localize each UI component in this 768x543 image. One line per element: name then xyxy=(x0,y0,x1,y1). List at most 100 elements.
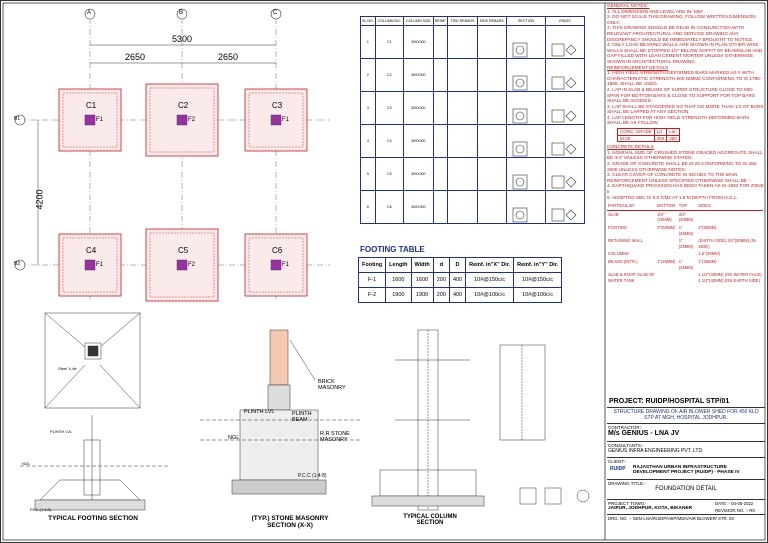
cs-cell xyxy=(447,25,478,59)
ft-header: d xyxy=(432,257,450,273)
ft-cell: 10#@100c/c xyxy=(465,287,515,303)
cs-cell xyxy=(447,190,478,224)
footing-c3 xyxy=(244,88,308,152)
plinth-beam-label: PLINTH BEAM xyxy=(292,411,312,423)
cs-cell xyxy=(432,157,449,191)
footing-label-c2: F2 xyxy=(188,117,196,123)
cover-cell: BEAMS (INTR.) xyxy=(608,258,638,264)
cs-cell xyxy=(545,157,585,191)
ft-cell: 1900 xyxy=(385,287,412,303)
cs-cell xyxy=(447,157,478,191)
column-label-c2: C2 xyxy=(178,101,189,110)
footing-label-c5: F2 xyxy=(188,262,196,268)
ft-header: Reinf. in"Y" Dir. xyxy=(513,257,563,273)
cs-h-sl: SL NO. xyxy=(360,16,376,26)
cover-cell xyxy=(678,250,698,258)
cover-cell xyxy=(656,237,678,250)
cs-h-reinf: REINF. xyxy=(432,16,449,26)
ft-cell: 400 xyxy=(448,272,467,288)
ft-cell: 400 xyxy=(448,287,467,303)
reinf-note: 4. LAP LENGTH FOR HIGH YIELD STRENGTH DE… xyxy=(607,114,750,126)
project-town: JAIPUR, JODHPUR, KOTA, BIKANER xyxy=(608,506,693,511)
ft-cell: 1600 xyxy=(385,272,412,288)
cs-cell xyxy=(432,190,449,224)
cs-h-no: COLUMN NO. xyxy=(374,16,404,26)
drawing-title-label: DRAWING TITLE:- xyxy=(608,481,646,486)
footing-label-c6: F1 xyxy=(282,262,290,268)
cover-cell: 1"(25MM) xyxy=(698,258,717,264)
ft-cell: 10#@100c/c xyxy=(513,287,563,303)
drawing-number: DRG. NO. :- GEN-LNA/RUIDP/HSP/MGH/AIR BL… xyxy=(608,516,734,521)
cs-cell xyxy=(545,91,585,125)
cs-cell xyxy=(506,190,546,224)
dim-right: 2650 xyxy=(218,52,239,62)
cover-cell: COLUMNS xyxy=(608,251,629,257)
cs-cell: 3 xyxy=(360,91,376,125)
lap-h-2: Lac xyxy=(666,128,680,136)
cs-cell xyxy=(545,124,585,158)
cs-h-size: COLUMN SIZE xyxy=(402,16,434,26)
cs-cell: 300X300 xyxy=(402,124,434,158)
cs-cell xyxy=(545,58,585,92)
ft-cell: 200 xyxy=(432,272,450,288)
plinth2-label: PLINTH LVL xyxy=(50,429,73,434)
concrete-note: 4. EARTHQUAKE PROVISION HAS BEEN TAKEN A… xyxy=(607,183,764,194)
dim-vert: 4200 xyxy=(34,189,45,210)
cs-cell xyxy=(432,58,449,92)
column-label-c3: C3 xyxy=(272,101,283,110)
column-schedule-table: SL NO. COLUMN NO. COLUMN SIZE REINF. TIE… xyxy=(360,16,585,224)
plinth-lvl-label: PLINTH LVL xyxy=(244,409,275,415)
cover-header: PARTICULAR xyxy=(607,202,657,211)
notes-panel: GENERAL NOTES:- 1. ALL DIMENSION AND LEV… xyxy=(607,3,765,284)
footing-c1 xyxy=(58,88,122,152)
ft-cell: 1900 xyxy=(410,287,434,303)
cover-cell xyxy=(656,271,678,284)
cs-cell xyxy=(476,124,507,158)
cs-cell: 300X300 xyxy=(402,91,434,125)
dim-left: 2650 xyxy=(125,52,146,62)
ft-cell: 10#@150c/c xyxy=(465,272,515,288)
contractor-name: M/s GENIUS - LNA JV xyxy=(608,430,680,437)
grid-label-b: B xyxy=(179,10,184,16)
cover-cell: SLAB & ROOF SLAB OF WATER TANK xyxy=(608,272,655,283)
cs-cell xyxy=(432,25,449,59)
pcc2-label: PCC (1:4:8) xyxy=(30,507,52,512)
cover-cell xyxy=(697,210,763,224)
cs-cell: C3 xyxy=(374,91,404,125)
revision-text: REVISION NO. :- R0 xyxy=(715,508,755,513)
cs-cell: 6 xyxy=(360,190,376,224)
rr-stone-label: R.R STONE MASONRY xyxy=(320,431,350,443)
cover-cell: 1"(25MM) xyxy=(678,258,694,270)
cs-cell xyxy=(476,58,507,92)
cover-row: BEAMS (INTR.)1"(25MM)1"(25MM)1"(25MM) xyxy=(607,258,763,271)
drawing-title-row: DRAWING TITLE:- FOUNDATION DETAIL xyxy=(607,480,765,500)
cs-cell xyxy=(476,190,507,224)
typical-footing-title: TYPICAL FOOTING SECTION xyxy=(48,515,138,522)
cs-h-rings: RINGS xyxy=(545,16,585,26)
concrete-note: 2. GRADE OF CONCRETE SHALL BE M-25 CONFO… xyxy=(607,161,758,172)
steel-label: Steel X-dir xyxy=(58,366,77,371)
cs-cell xyxy=(476,25,507,59)
footing-label-c1: F1 xyxy=(96,117,104,123)
lap-r-2: 380 xyxy=(666,134,680,143)
grid-label-c: C xyxy=(273,10,278,16)
cs-cell: C1 xyxy=(374,25,404,59)
concrete-note: 1. NOMINAL SIZE OF CRUSHED STONE GRADED … xyxy=(607,149,763,161)
grid-label-a: A xyxy=(87,10,92,16)
brick-masonry-label: BRICK MASONRY xyxy=(318,379,346,391)
project-desc: STRUCTURE DRAWING OF AIR BLOWER SHED FOR… xyxy=(607,408,765,424)
column-label-c6: C6 xyxy=(272,246,283,255)
concrete-note: 3. CLEAR COVER OF CONCRETE IN INCHES TO … xyxy=(607,172,752,183)
client-row: CLIENT:- RUIDP RAJASTHAN URBAN INFRASTRU… xyxy=(607,458,765,480)
drawing-title: FOUNDATION DETAIL xyxy=(655,486,717,492)
reinf-note: 2. LAP IN SLAB & BEAMS OF SUPER STRUCTUR… xyxy=(607,86,755,104)
cs-cell: C4 xyxy=(374,124,404,158)
ngl-label: NGL xyxy=(228,435,240,441)
dim-total: 5300 xyxy=(172,34,193,44)
